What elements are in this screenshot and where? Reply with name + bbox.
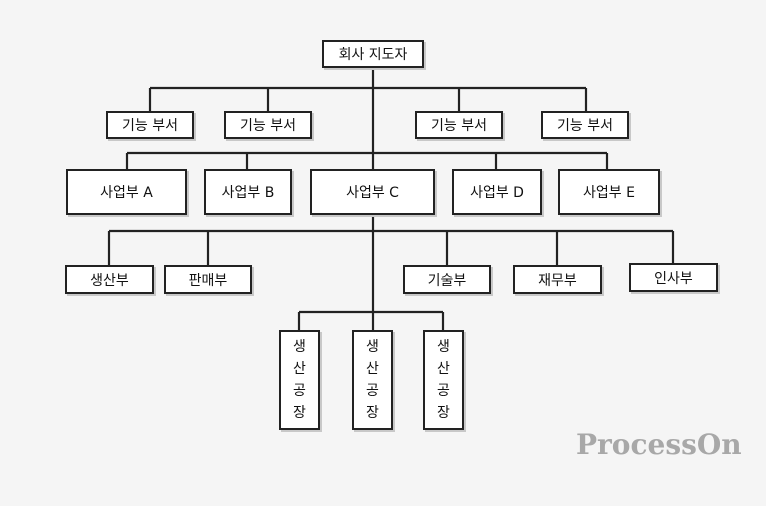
factory-2-char-4: 장 (366, 405, 379, 421)
factory-1: 생 산 공 장 (279, 330, 320, 430)
business-unit-c: 사업부 C (310, 169, 435, 215)
factory-2-char-1: 생 (366, 339, 379, 355)
functional-unit-3: 기능 부서 (415, 111, 503, 139)
factory-1-char-3: 공 (293, 383, 306, 399)
department-finance: 재무부 (513, 265, 602, 294)
factory-2-char-2: 산 (366, 361, 379, 377)
factory-3-char-4: 장 (437, 405, 450, 421)
department-production: 생산부 (65, 265, 154, 294)
business-unit-a: 사업부 A (66, 169, 187, 215)
factory-1-char-1: 생 (293, 339, 306, 355)
factory-1-char-2: 산 (293, 361, 306, 377)
factory-3-char-2: 산 (437, 361, 450, 377)
factory-2: 생 산 공 장 (352, 330, 393, 430)
factory-1-char-4: 장 (293, 405, 306, 421)
factory-3: 생 산 공 장 (423, 330, 464, 430)
functional-unit-4: 기능 부서 (541, 111, 629, 139)
factory-3-char-1: 생 (437, 339, 450, 355)
department-sales: 판매부 (164, 265, 252, 294)
functional-unit-2: 기능 부서 (224, 111, 312, 139)
business-unit-b: 사업부 B (204, 169, 292, 215)
root-node: 회사 지도자 (322, 40, 424, 68)
functional-unit-1: 기능 부서 (106, 111, 194, 139)
business-unit-e: 사업부 E (558, 169, 660, 215)
department-technology: 기술부 (403, 265, 491, 294)
factory-2-char-3: 공 (366, 383, 379, 399)
processon-watermark: ProcessOn (576, 428, 742, 461)
factory-3-char-3: 공 (437, 383, 450, 399)
business-unit-d: 사업부 D (452, 169, 542, 215)
department-hr: 인사부 (629, 263, 718, 292)
